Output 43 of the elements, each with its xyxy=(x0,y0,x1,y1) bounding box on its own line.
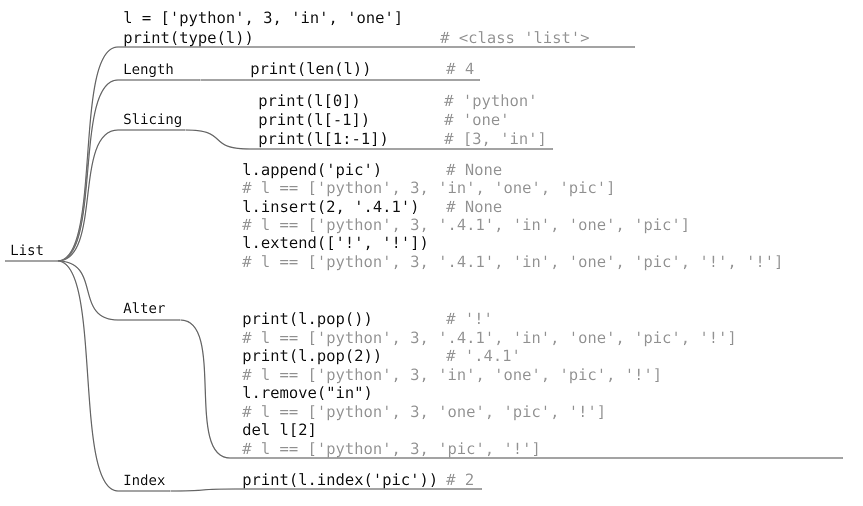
code-comment: # 4 xyxy=(446,62,474,74)
code-comment: # l == ['python', 3, 'one', 'pic', '!'] xyxy=(242,405,603,420)
branch-label: Index xyxy=(124,474,165,486)
code-line: print(l[1:-1]) xyxy=(260,132,386,148)
code-line: print(l.pop(2)) xyxy=(244,349,379,364)
branch-curve xyxy=(180,319,230,459)
code-comment: # '!' xyxy=(446,312,489,324)
code-line: l.append('pic') xyxy=(243,163,379,178)
code-comment: # <class 'list'> xyxy=(440,31,589,44)
code-comment: # None xyxy=(446,200,502,212)
branch-curve xyxy=(200,79,245,81)
code-line: print(l[-1]) xyxy=(260,113,367,128)
branch-label: Slicing xyxy=(124,113,181,127)
branch-curve xyxy=(57,260,118,492)
code-comment: # l == ['python', 3, '.4.1', 'in', 'one', 'pic', '!', '!'] xyxy=(242,255,780,270)
code-comment: # l == ['python', 3, 'pic', '!'] xyxy=(242,442,538,458)
code-line: l.insert(2, '.4.1') xyxy=(243,200,416,214)
code-line: l.extend(['!', '!']) xyxy=(243,236,426,250)
code-line: l.remove("in") xyxy=(243,386,370,400)
branch-label: Length xyxy=(124,63,173,77)
branch-curve xyxy=(170,488,235,492)
code-line: print(len(l)) xyxy=(252,62,368,78)
branch-curve xyxy=(57,129,118,262)
branch-curve xyxy=(185,129,250,150)
code-comment: # [3, 'in'] xyxy=(444,132,544,146)
code-line: print(l.index('pic')) xyxy=(244,473,435,488)
code-comment: # None xyxy=(446,164,502,176)
code-comment: # 'one' xyxy=(444,114,506,126)
code-line: print(type(l)) xyxy=(124,31,251,46)
code-comment: # l == ['python', 3, '.4.1', 'in', 'one', 'pic', '!'] xyxy=(242,331,734,346)
code-line: print(l.pop()) xyxy=(244,312,370,328)
branch-curve xyxy=(57,79,118,262)
code-line: print(l[0]) xyxy=(260,94,358,110)
code-comment: # 'python' xyxy=(444,94,534,110)
code-comment: # l == ['python', 3, 'in', 'one', 'pic', '!'] xyxy=(242,368,659,384)
branch-label: Alter xyxy=(123,302,165,314)
code-comment: # l == ['python', 3, '.4.1', 'in', 'one', 'pic'] xyxy=(242,218,687,234)
code-comment: # 2 xyxy=(446,474,473,485)
code-line: l = ['python', 3, 'in', 'one'] xyxy=(124,11,400,26)
code-comment: # l == ['python', 3, 'in', 'one', 'pic'] xyxy=(242,181,612,196)
branch-label: List xyxy=(12,244,43,256)
code-line: del l[2] xyxy=(243,423,314,438)
code-comment: # '.4.1' xyxy=(446,350,517,361)
